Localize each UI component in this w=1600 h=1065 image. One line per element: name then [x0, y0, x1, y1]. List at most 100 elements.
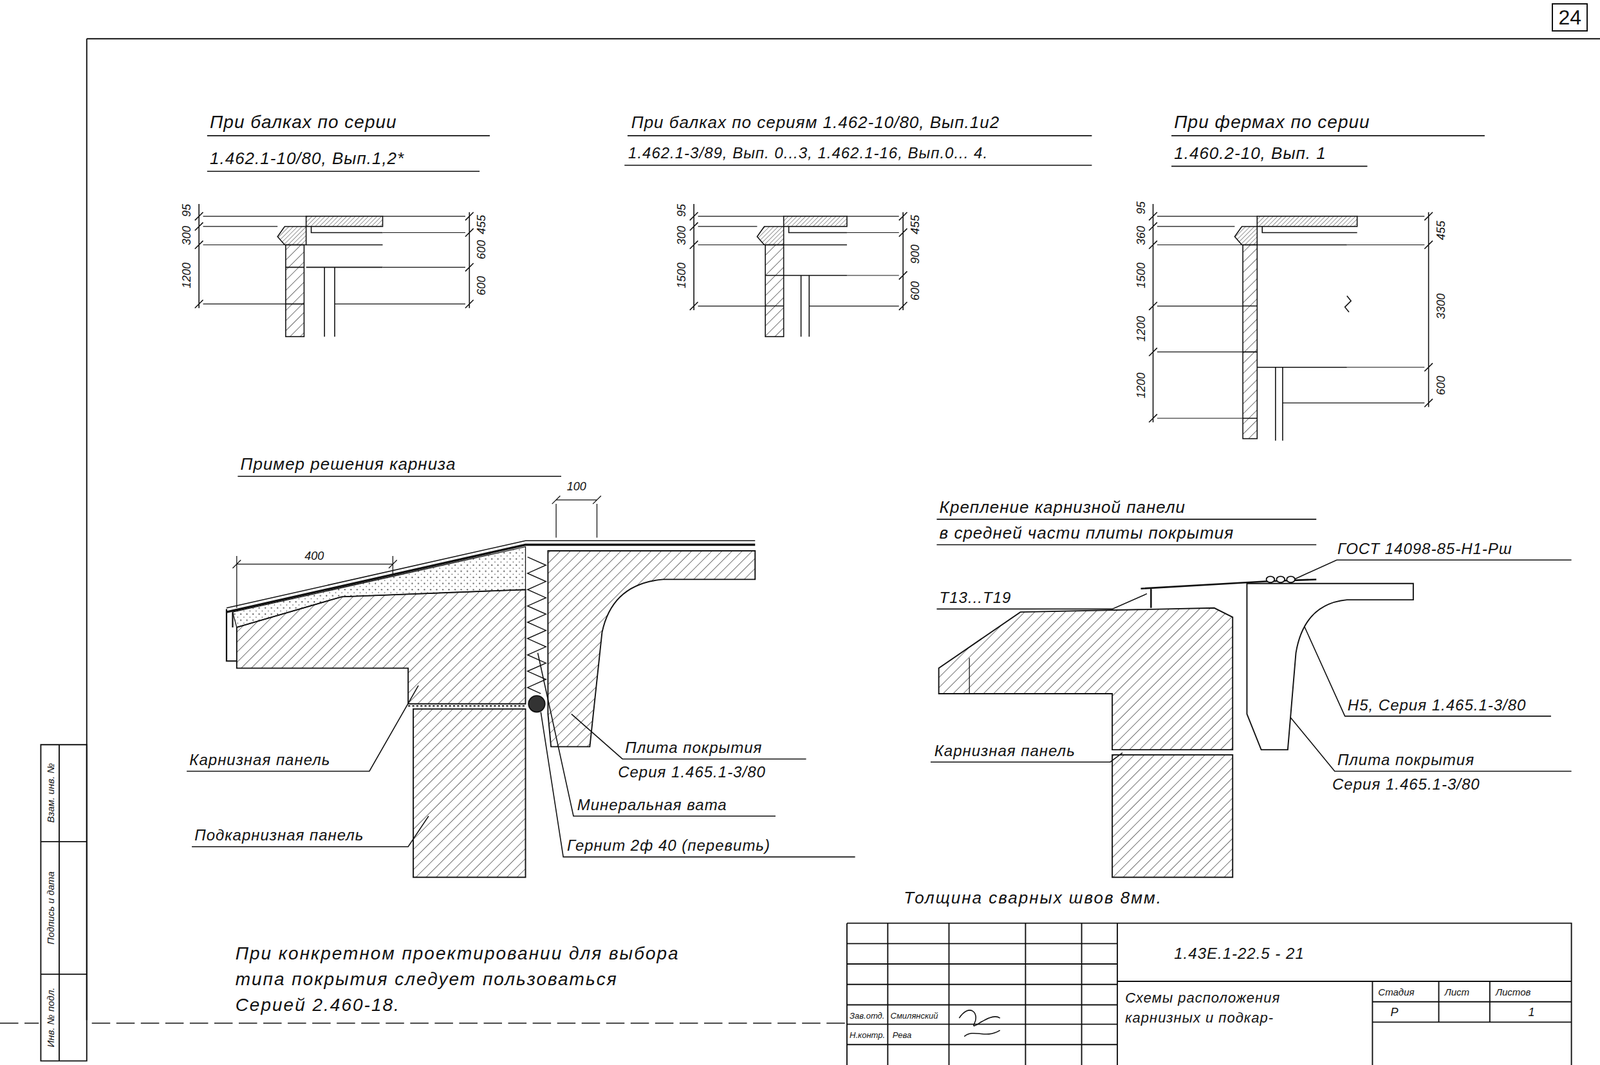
table-cell: 1 — [1527, 1006, 1535, 1019]
sheet-number: 24 — [1558, 7, 1582, 28]
beam-detail-sketch — [689, 204, 908, 337]
part-name: ГОСТ 14098-85-Н1-Рш — [1336, 541, 1514, 557]
fixing-section — [939, 576, 1414, 878]
heading-underlines — [207, 135, 1485, 546]
cornice-section-stroke — [547, 550, 755, 747]
drawing-code: 1.43Е.1-22.5 - 21 — [1173, 946, 1305, 962]
cornice-section — [226, 495, 755, 878]
dimension: 360 — [1135, 225, 1147, 246]
beam-detail-sketch-stroke — [783, 216, 847, 227]
part-name: Т13...Т19 — [939, 590, 1013, 606]
truss-detail-sketch-stroke — [1256, 216, 1357, 227]
table-cell: Смилянский — [890, 1011, 940, 1020]
cornice-section-stroke — [408, 705, 526, 707]
part-name: Минеральная вата — [576, 797, 728, 813]
cornice-section-stroke — [232, 556, 397, 609]
beam-detail-sketch-stroke — [277, 226, 306, 246]
leader-lines-stroke — [1287, 589, 1552, 717]
beam-detail-sketch-stroke — [285, 267, 305, 304]
leader-lines-stroke — [191, 816, 429, 847]
beam-detail-sketch-stroke — [306, 226, 383, 337]
dimension: 400 — [303, 550, 325, 562]
title-block-stroke — [1117, 981, 1572, 1065]
table-cell: Р — [1389, 1006, 1399, 1019]
dimension: 600 — [1435, 375, 1447, 396]
dimension: 600 — [475, 239, 488, 261]
table-cell: Лист — [1443, 987, 1470, 997]
cornice-section-stroke — [236, 589, 526, 705]
heading: При балках по сериям 1.462-10/80, Вып.1и… — [630, 113, 1001, 131]
section-heading: в средней части плиты покрытия — [939, 524, 1236, 542]
title-block-stroke — [846, 923, 1572, 1065]
beam-detail-sketch-stroke — [306, 216, 383, 227]
series-reference: 1.462.1-10/80, Вып.1,2* — [209, 149, 405, 167]
series-reference: Серия 1.465.1-3/80 — [617, 764, 767, 781]
margin-stamp: Взам. инв. № — [45, 762, 55, 824]
beam-detail-sketch-stroke — [203, 216, 307, 304]
beam-detail-sketch-stroke — [285, 244, 305, 337]
cornice-section-stroke — [226, 608, 237, 661]
beam-detail-sketch-stroke — [756, 226, 784, 246]
dimension: 95 — [675, 203, 688, 218]
beam-detail-sketch-stroke — [765, 275, 784, 307]
note: Толщина сварных швов 8мм. — [902, 889, 1163, 907]
dimension: 1500 — [675, 261, 688, 289]
title-block-stroke — [887, 923, 1118, 1065]
margin-stamp: Инв. № подл. — [45, 986, 55, 1048]
heading-underlines-stroke — [207, 135, 490, 172]
truss-detail-sketch-stroke — [1234, 226, 1257, 246]
sheet-title: карнизных и подкар- — [1124, 1011, 1275, 1026]
fixing-section-stroke — [1246, 583, 1413, 750]
dimension: 95 — [1135, 200, 1147, 215]
sheet-frame — [0, 38, 1600, 1061]
beam-detail-sketch-stroke — [465, 212, 474, 309]
series-reference: 1.462.1-3/89, Вып. 0...3, 1.462.1-16, Вы… — [627, 145, 989, 161]
dimension: 1200 — [180, 261, 193, 289]
part-name: Подкарнизная панель — [193, 827, 365, 844]
fixing-section-stroke — [1112, 754, 1233, 878]
truss-detail-sketch-stroke — [1282, 216, 1425, 403]
sheet-frame-stroke — [0, 1022, 847, 1024]
fixing-section-stroke — [1141, 579, 1317, 608]
beam-detail-sketch-stroke — [697, 216, 784, 307]
fixing-section-stroke — [939, 608, 1234, 750]
truss-detail-sketch-stroke — [1242, 306, 1257, 419]
beam-detail-sketch — [195, 204, 474, 337]
dimension: 455 — [909, 214, 921, 235]
dimension: 1200 — [1135, 314, 1147, 342]
heading-underlines-stroke — [936, 519, 1317, 546]
section-heading: Пример решения карниза — [240, 455, 457, 473]
title-block — [846, 923, 1572, 1065]
heading-underlines-stroke — [1171, 135, 1485, 167]
truss-detail-sketch-stroke — [1256, 226, 1357, 441]
leader-lines-stroke — [571, 714, 807, 760]
leader-lines — [186, 559, 1572, 857]
heading: При балках по серии — [209, 113, 398, 132]
part-name: Карнизная панель — [933, 743, 1077, 759]
title-block-stroke — [958, 1010, 1000, 1037]
fixing-section-stroke — [1276, 576, 1285, 584]
note: При конкретном проектировании для выбора — [234, 944, 681, 963]
margin-stamp: Подпись и дата — [45, 870, 55, 945]
part-name: Плита покрытия — [1336, 752, 1476, 768]
dimension: 455 — [475, 214, 488, 235]
part-name: Н5, Серия 1.465.1-3/80 — [1347, 697, 1528, 714]
truss-detail-sketch-stroke — [1157, 216, 1257, 419]
dimension: 1200 — [1135, 372, 1147, 400]
section-heading: Крепление карнизной панели — [939, 498, 1187, 516]
dimension: 300 — [180, 225, 193, 246]
leader-lines-stroke — [540, 712, 855, 858]
dimension: 600 — [909, 280, 921, 302]
dimension: 95 — [180, 203, 193, 218]
truss-detail-sketch — [1148, 204, 1433, 441]
beam-detail-sketch-stroke — [899, 212, 908, 311]
part-name: Карнизная панель — [188, 752, 331, 768]
cornice-section-stroke — [552, 495, 602, 538]
beam-detail-sketch-stroke — [783, 226, 847, 337]
table-cell: Рева — [892, 1030, 913, 1039]
fixing-section-stroke — [1266, 576, 1275, 584]
dimension: 300 — [675, 225, 688, 246]
beam-detail-sketch-stroke — [334, 216, 466, 304]
heading: При фермах по серии — [1173, 113, 1371, 132]
